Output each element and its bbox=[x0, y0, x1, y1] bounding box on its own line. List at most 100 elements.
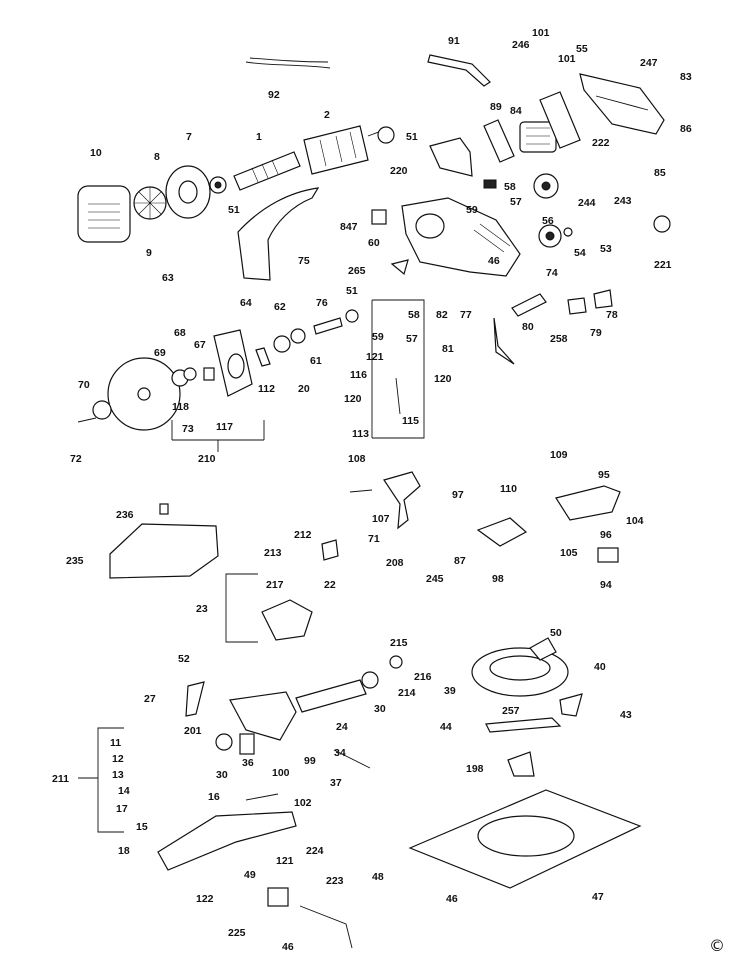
label-61: 61 bbox=[310, 355, 322, 367]
plate-part-225 bbox=[267, 887, 289, 907]
gear-part-62 bbox=[273, 335, 291, 353]
label-247: 247 bbox=[640, 57, 658, 69]
label-235: 235 bbox=[66, 555, 84, 567]
bearing-part-51a bbox=[209, 176, 227, 194]
label-64: 64 bbox=[240, 297, 252, 309]
label-37: 37 bbox=[330, 777, 342, 789]
label-86: 86 bbox=[680, 123, 692, 135]
ring-part-30a bbox=[361, 671, 379, 689]
label-43: 43 bbox=[620, 709, 632, 721]
label-91: 91 bbox=[448, 35, 460, 47]
label-51b: 51 bbox=[406, 131, 418, 143]
label-223: 223 bbox=[326, 875, 344, 887]
bracket-lines-120 bbox=[371, 299, 425, 439]
label-89: 89 bbox=[490, 101, 502, 113]
stator-part-2 bbox=[303, 125, 385, 175]
label-54: 54 bbox=[574, 247, 586, 259]
label-79: 79 bbox=[590, 327, 602, 339]
chute-part-235 bbox=[109, 523, 219, 579]
spacer-part-67 bbox=[203, 367, 215, 381]
label-246: 246 bbox=[512, 39, 530, 51]
label-99: 99 bbox=[304, 755, 316, 767]
label-116: 116 bbox=[350, 369, 367, 381]
bracket-part-98 bbox=[476, 517, 528, 547]
pointer-part-50 bbox=[529, 637, 557, 661]
bracket-lines-210 bbox=[171, 420, 265, 452]
label-115: 115 bbox=[402, 415, 419, 427]
guide-part-44 bbox=[485, 717, 562, 733]
label-122: 122 bbox=[196, 893, 214, 905]
label-1: 1 bbox=[256, 131, 262, 143]
label-10: 10 bbox=[90, 147, 102, 159]
label-225: 225 bbox=[228, 927, 246, 939]
label-40: 40 bbox=[594, 661, 606, 673]
cover-part-220 bbox=[429, 137, 473, 177]
spring-part-112a bbox=[255, 347, 271, 367]
label-243: 243 bbox=[614, 195, 632, 207]
label-22: 22 bbox=[324, 579, 336, 591]
label-69: 69 bbox=[154, 347, 166, 359]
label-30a: 30 bbox=[374, 703, 386, 715]
label-92: 92 bbox=[268, 89, 280, 101]
bracket-part-198 bbox=[507, 751, 535, 777]
label-82: 82 bbox=[436, 309, 448, 321]
screw-part-108 bbox=[349, 489, 373, 493]
label-78: 78 bbox=[606, 309, 618, 321]
blade-guard-part-75 bbox=[237, 187, 320, 281]
belt-cover-part-55 bbox=[539, 91, 581, 149]
label-9: 9 bbox=[146, 247, 152, 259]
label-11: 11 bbox=[110, 737, 121, 749]
label-27: 27 bbox=[144, 693, 156, 705]
part-number-labels: 1 2 7 8 9 10 51 51 91 92 101 246 101 55 … bbox=[52, 27, 692, 953]
label-59b: 59 bbox=[372, 331, 384, 343]
label-110: 110 bbox=[500, 483, 517, 495]
arm-part-27 bbox=[185, 681, 205, 717]
label-112: 112 bbox=[258, 383, 275, 395]
label-244: 244 bbox=[578, 197, 596, 209]
knob-part-265 bbox=[390, 259, 409, 276]
arm-part-80 bbox=[511, 293, 547, 317]
label-8: 8 bbox=[154, 151, 160, 163]
label-36: 36 bbox=[242, 757, 254, 769]
label-72: 72 bbox=[70, 453, 82, 465]
clamp-part-94 bbox=[597, 547, 619, 563]
label-216: 216 bbox=[414, 671, 432, 683]
label-85: 85 bbox=[654, 167, 666, 179]
label-117: 117 bbox=[216, 421, 233, 433]
fan-part-9 bbox=[133, 186, 167, 220]
label-13: 13 bbox=[112, 769, 124, 781]
label-46c: 46 bbox=[282, 941, 294, 953]
washer-part-68 bbox=[183, 367, 197, 381]
label-51a: 51 bbox=[228, 204, 240, 216]
shaft-part-76 bbox=[313, 317, 343, 335]
cap-part-236 bbox=[159, 503, 169, 515]
spring-part-214 bbox=[389, 655, 403, 669]
label-67: 67 bbox=[194, 339, 206, 351]
label-15: 15 bbox=[136, 821, 148, 833]
label-113: 113 bbox=[352, 428, 369, 440]
label-222: 222 bbox=[592, 137, 610, 149]
copyright-mark: © bbox=[709, 936, 725, 955]
label-108: 108 bbox=[348, 453, 366, 465]
label-56: 56 bbox=[542, 215, 554, 227]
saw-blade-part bbox=[107, 357, 181, 431]
belt-housing-part-85 bbox=[579, 73, 665, 135]
carriage-part-52 bbox=[229, 691, 297, 741]
knob-part-212 bbox=[321, 539, 339, 561]
label-121a: 121 bbox=[366, 351, 384, 363]
label-75: 75 bbox=[298, 255, 310, 267]
label-80: 80 bbox=[522, 321, 534, 333]
label-57a: 57 bbox=[510, 196, 522, 208]
label-24: 24 bbox=[336, 721, 348, 733]
rod-part-37 bbox=[333, 749, 371, 769]
label-201: 201 bbox=[184, 725, 202, 737]
label-2: 2 bbox=[324, 109, 330, 121]
label-198: 198 bbox=[466, 763, 484, 775]
label-44: 44 bbox=[440, 721, 452, 733]
rod-part-223 bbox=[299, 905, 353, 949]
label-212: 212 bbox=[294, 529, 312, 541]
gear-case-part-112 bbox=[213, 329, 253, 397]
label-39: 39 bbox=[444, 685, 456, 697]
label-211: 211 bbox=[52, 773, 69, 785]
label-70: 70 bbox=[78, 379, 90, 391]
